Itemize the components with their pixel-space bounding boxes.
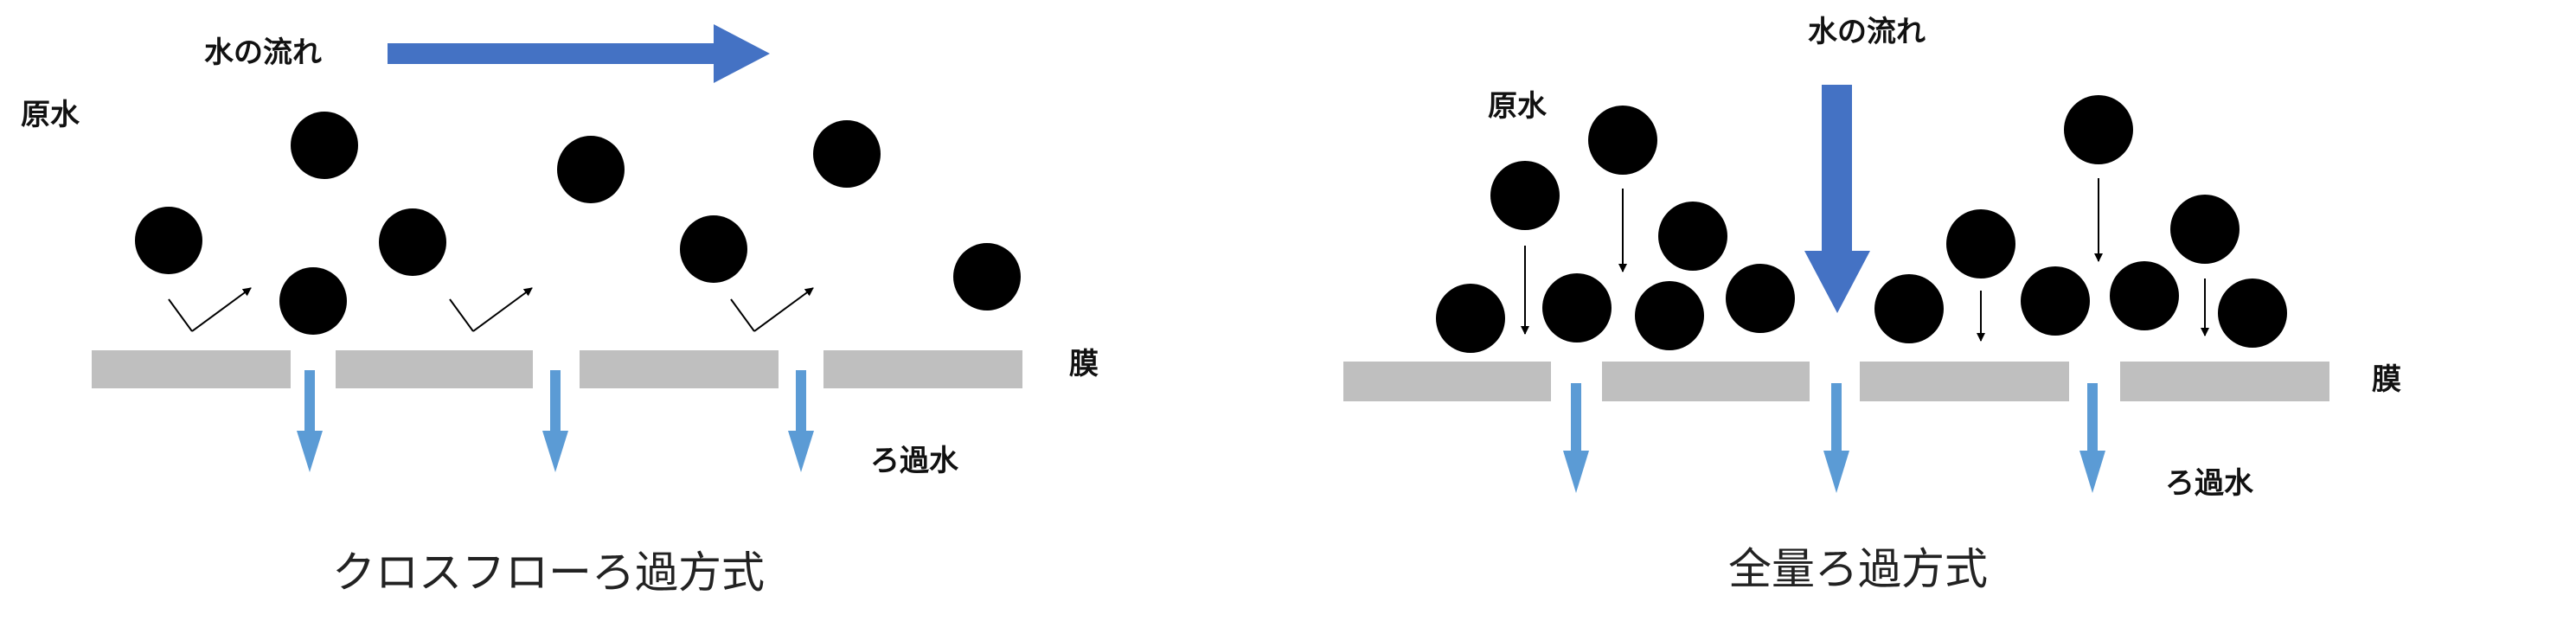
dead-end-raw-water-label: 原水 xyxy=(1488,89,1547,124)
dead-end-membrane-segment xyxy=(1343,362,1551,401)
dead-end-membrane-segment xyxy=(2120,362,2329,401)
crossflow-panel xyxy=(92,24,1022,472)
dead-end-particle xyxy=(1946,209,2015,278)
crossflow-particle xyxy=(557,136,625,203)
dead-end-panel xyxy=(1343,85,2329,493)
crossflow-flow-arrow xyxy=(388,24,770,83)
dead-end-caption: 全量ろ過方式 xyxy=(1728,544,1988,594)
crossflow-filtrate-label: ろ過水 xyxy=(870,444,958,478)
crossflow-particle xyxy=(379,208,446,276)
crossflow-membrane-segment xyxy=(336,350,533,388)
crossflow-deflection-arrow xyxy=(168,287,252,332)
dead-end-membrane-label: 膜 xyxy=(2372,362,2401,397)
crossflow-membrane-segment xyxy=(92,350,291,388)
crossflow-particle xyxy=(813,120,881,188)
dead-end-particle-arrows xyxy=(1521,178,2209,342)
dead-end-particle xyxy=(1436,284,1505,353)
dead-end-particle xyxy=(1588,106,1657,175)
dead-end-flow-label: 水の流れ xyxy=(1808,15,1926,49)
dead-end-particle xyxy=(1490,161,1560,230)
dead-end-particle xyxy=(2218,278,2287,348)
crossflow-particle xyxy=(953,243,1021,310)
crossflow-deflection-arrow xyxy=(449,287,533,332)
crossflow-membrane-segment xyxy=(823,350,1022,388)
crossflow-flow-label: 水の流れ xyxy=(204,35,322,70)
crossflow-particle xyxy=(135,207,202,274)
dead-end-particle xyxy=(2110,261,2179,330)
dead-end-particle xyxy=(1726,264,1795,333)
dead-end-membrane-segment xyxy=(1602,362,1810,401)
dead-end-particle xyxy=(2170,195,2240,264)
dead-end-filtrate-arrow xyxy=(1563,383,1589,493)
dead-end-particle xyxy=(1542,273,1612,343)
dead-end-membrane-segment xyxy=(1860,362,2069,401)
crossflow-particle xyxy=(291,112,358,179)
dead-end-particle xyxy=(1874,274,1944,343)
crossflow-membrane-segment xyxy=(580,350,779,388)
crossflow-raw-water-label: 原水 xyxy=(21,98,80,132)
dead-end-filtrate-arrow xyxy=(1823,383,1849,493)
crossflow-particle xyxy=(279,267,347,335)
crossflow-caption: クロスフローろ過方式 xyxy=(332,547,765,598)
dead-end-particle xyxy=(2021,266,2090,336)
dead-end-particle xyxy=(2064,95,2133,164)
dead-end-particle xyxy=(1658,202,1727,271)
dead-end-filtrate-arrow xyxy=(2079,383,2105,493)
crossflow-filtrate-arrow xyxy=(542,370,568,472)
crossflow-filtrate-arrow xyxy=(297,370,323,472)
crossflow-particle xyxy=(680,215,747,283)
crossflow-filtrate-arrow xyxy=(788,370,814,472)
dead-end-filtrate-label: ろ過水 xyxy=(2165,466,2253,501)
dead-end-flow-arrow xyxy=(1804,85,1870,313)
dead-end-particle xyxy=(1635,281,1704,350)
crossflow-deflection-arrow xyxy=(730,287,814,332)
crossflow-membrane-label: 膜 xyxy=(1069,347,1099,381)
